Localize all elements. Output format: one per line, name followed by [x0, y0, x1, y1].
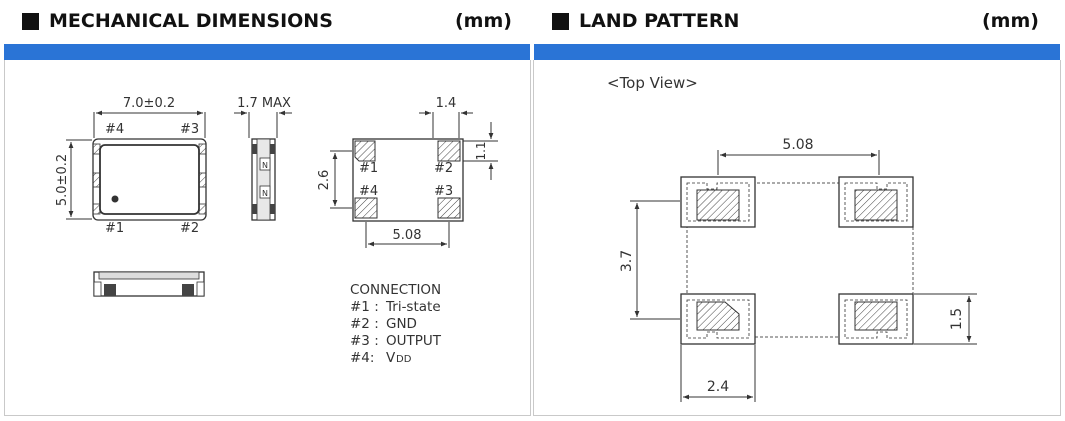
- conn-func-4-sub: DD: [396, 354, 412, 365]
- land-pad-height-label: 1.5: [949, 308, 965, 330]
- conn-func-1: Tri-state: [385, 299, 441, 315]
- package-front-view: [93, 271, 205, 297]
- top-pin-4: #4: [105, 122, 124, 137]
- conn-func-4-main: V: [386, 350, 396, 366]
- connection-table: CONNECTION #1 : Tri-state #2 : GND #3 : …: [350, 282, 442, 366]
- left-header-title: MECHANICAL DIMENSIONS: [22, 10, 333, 32]
- conn-func-3: OUTPUT: [386, 333, 442, 349]
- right-blue-bar: [534, 44, 1060, 60]
- land-pad-width-label: 2.4: [707, 379, 729, 395]
- top-pin-2: #2: [180, 221, 199, 236]
- bottom-pin-3: #3: [434, 184, 453, 199]
- conn-pin-2: #2 :: [350, 316, 379, 332]
- right-panel: [533, 60, 1061, 416]
- dim-thickness-label: 1.7 MAX: [237, 96, 291, 111]
- side-mark-upper: N: [262, 161, 268, 170]
- left-header: MECHANICAL DIMENSIONS (mm): [0, 0, 532, 44]
- dim-pad-pitch-h-label: 5.08: [393, 228, 422, 243]
- land-pitch-v-label: 3.7: [619, 250, 635, 272]
- top-view-label: <Top View>: [607, 74, 698, 92]
- land-pattern-drawing: <Top View> 5.08 3.7 1.5: [607, 74, 977, 402]
- package-bottom-view: 1.4 1.1 2.6 #1 #2 #4 #3 5.08: [317, 96, 498, 248]
- bottom-pin-1: #1: [359, 161, 378, 176]
- package-side-view: 1.7 MAX N N: [234, 96, 292, 221]
- pin1-marker-dot: [111, 195, 119, 203]
- right-header: LAND PATTERN (mm): [532, 0, 1065, 44]
- conn-pin-4: #4:: [350, 350, 374, 366]
- land-pattern-title: LAND PATTERN: [579, 10, 740, 32]
- land-pitch-h-label: 5.08: [782, 137, 813, 153]
- dim-pad-height-label: 1.1: [474, 141, 488, 160]
- dim-pad-pitch-v-label: 2.6: [317, 170, 332, 191]
- square-bullet-icon: [22, 12, 39, 30]
- mechanical-dimensions-title: MECHANICAL DIMENSIONS: [49, 10, 333, 32]
- left-unit-label: (mm): [455, 10, 512, 32]
- conn-pin-3: #3 :: [350, 333, 379, 349]
- square-bullet-icon: [552, 12, 569, 30]
- right-unit-label: (mm): [982, 10, 1039, 32]
- dim-height-label: 5.0±0.2: [55, 154, 70, 206]
- package-top-view: 7.0±0.2 5.0±0.2 #4 #3 #1 #2: [55, 96, 207, 236]
- top-pin-1: #1: [105, 221, 124, 236]
- bottom-pin-4: #4: [359, 184, 378, 199]
- right-header-title: LAND PATTERN: [552, 10, 739, 32]
- connection-heading: CONNECTION: [350, 282, 441, 298]
- side-mark-lower: N: [262, 189, 268, 198]
- top-pin-3: #3: [180, 122, 199, 137]
- conn-pin-1: #1 :: [350, 299, 379, 315]
- dim-width-label: 7.0±0.2: [123, 96, 175, 111]
- left-panel: [4, 60, 531, 416]
- left-blue-bar: [4, 44, 530, 60]
- dim-pad-width-label: 1.4: [436, 96, 457, 111]
- bottom-pin-2: #2: [434, 161, 453, 176]
- conn-func-2: GND: [386, 316, 417, 332]
